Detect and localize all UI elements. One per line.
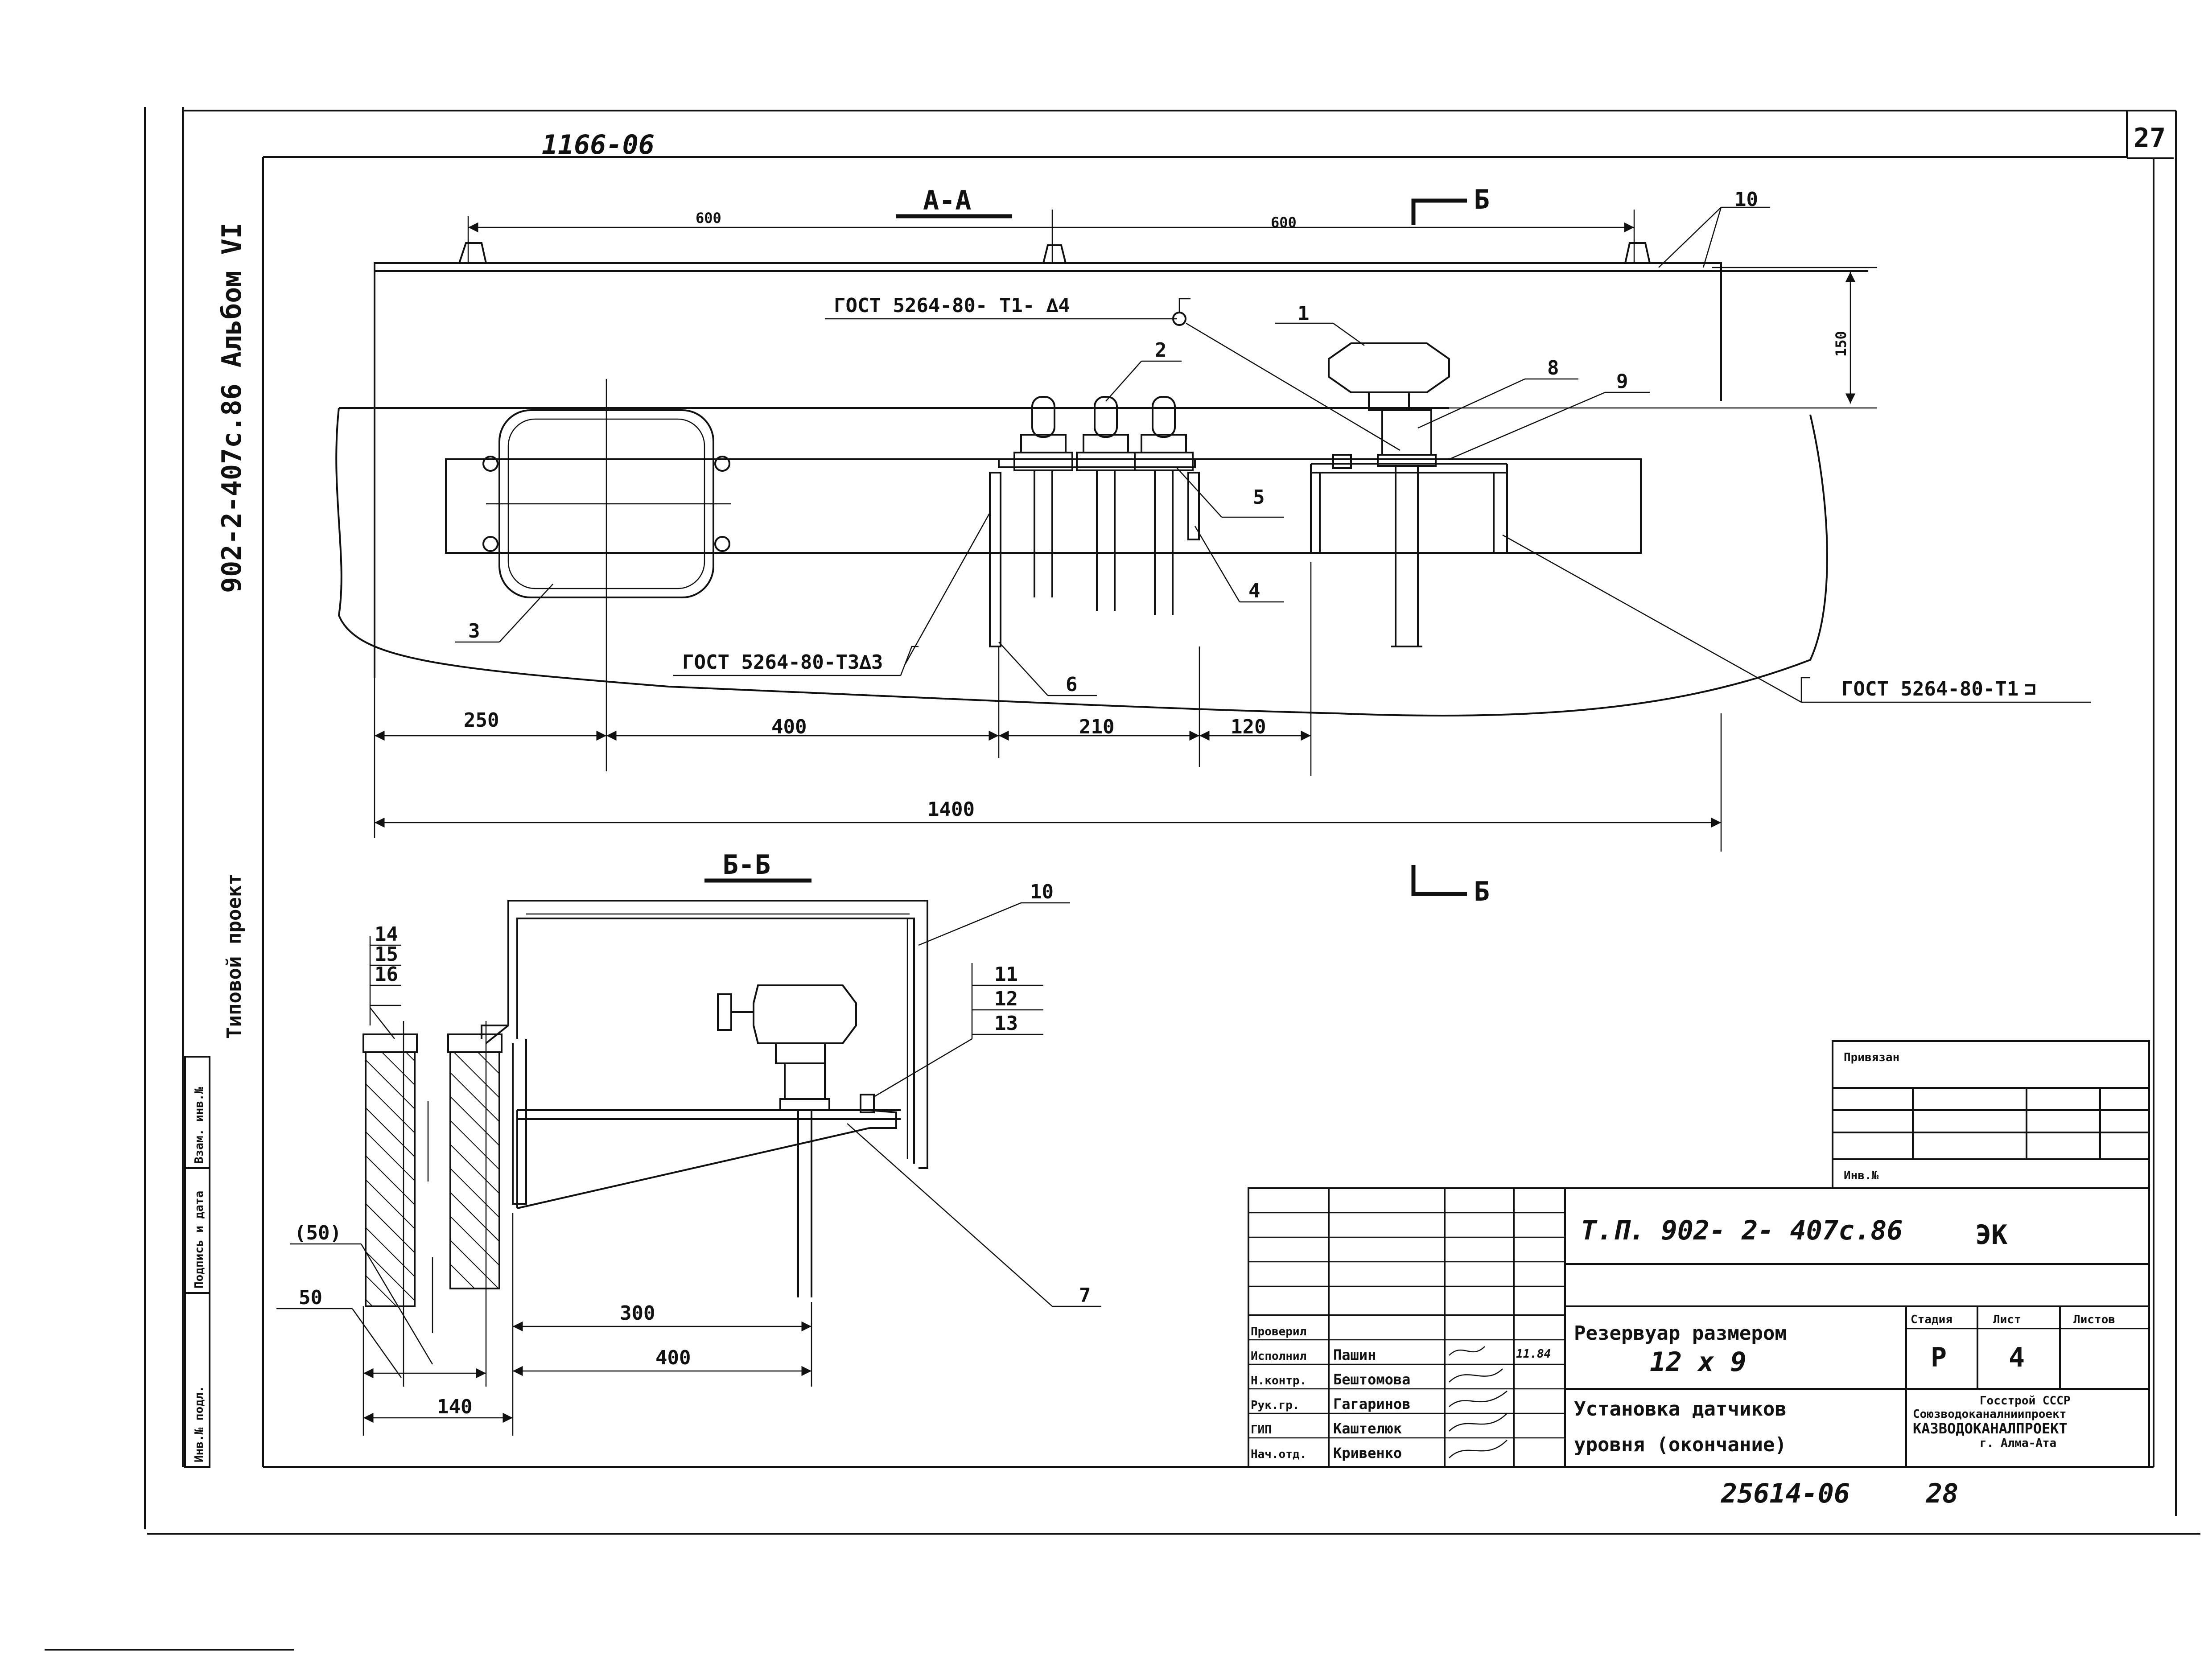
col-sheet: Лист xyxy=(1993,1313,2021,1326)
album-code: 902-2-407с.86 Альбом VI xyxy=(216,222,247,593)
side-cell-replace-inv: Взам. инв.№ xyxy=(193,1087,206,1164)
col-sheets: Листов xyxy=(2073,1313,2115,1326)
side-strip: 902-2-407с.86 Альбом VI Типовой проект И… xyxy=(184,222,247,1468)
role-checked: Проверил xyxy=(1251,1325,1306,1338)
section-b-title: Б-Б xyxy=(722,849,770,881)
dim-top-right: 600 xyxy=(1271,214,1297,231)
weld-note-3: ГОСТ 5264-80-Т1 xyxy=(1841,678,2018,700)
callout-6: 6 xyxy=(1066,673,1078,696)
section-a-a: А-А 600 600 Б Б 150 xyxy=(335,184,2091,907)
signatures xyxy=(1449,1346,1508,1458)
dim-50: 50 xyxy=(299,1286,322,1309)
binding-box: Привязан Инв.№ xyxy=(1832,1040,2150,1189)
section-b-sensor xyxy=(717,984,875,1297)
dim-300: 300 xyxy=(620,1302,655,1325)
callout-10-b: 10 xyxy=(1030,881,1054,903)
org-line1: Госстрой СССР xyxy=(1980,1394,2071,1408)
role-norm-control: Н.контр. xyxy=(1251,1374,1306,1387)
dim-total: 1400 xyxy=(927,798,975,821)
dim-210: 210 xyxy=(1079,716,1114,738)
callout-10: 10 xyxy=(1734,188,1758,211)
cut-mark-top: Б xyxy=(1474,184,1490,215)
dim-140: 140 xyxy=(437,1396,472,1418)
dim-height: 150 xyxy=(1833,331,1850,357)
side-cell-inv-orig: Инв.№ подл. xyxy=(193,1386,206,1462)
section-a-title: А-А xyxy=(923,185,971,216)
dim-top-left: 600 xyxy=(696,210,721,226)
stage-value: Р xyxy=(1931,1342,1947,1373)
sheet-title-line1: Установка датчиков xyxy=(1574,1398,1787,1420)
sensor-group xyxy=(989,396,1200,647)
sign-date: 11.84 xyxy=(1516,1347,1551,1361)
object-line2: 12 х 9 xyxy=(1650,1346,1747,1378)
main-sensor xyxy=(1310,342,1508,776)
org-line3: КАЗВОДОКАНАЛПРОЕКТ xyxy=(1913,1420,2068,1437)
callout-12: 12 xyxy=(994,988,1018,1010)
sheet-title-line2: уровня (окончание) xyxy=(1574,1433,1787,1456)
section-a-callouts: 1 2 3 4 5 6 8 9 10 xyxy=(455,188,1770,696)
page-number: 28 xyxy=(1926,1478,1958,1509)
weld-note-1: ГОСТ 5264-80- Т1- ∆4 xyxy=(834,294,1070,317)
callout-15: 15 xyxy=(375,943,398,966)
weld-3-symbol: ⊐ xyxy=(2024,678,2036,700)
callout-3: 3 xyxy=(468,620,480,642)
callout-14: 14 xyxy=(375,923,398,946)
role-executed: Исполнил xyxy=(1251,1350,1306,1363)
name-pashin: Пашин xyxy=(1333,1346,1376,1363)
sheet-corner-number: 27 xyxy=(2134,123,2166,154)
weld-note-2: ГОСТ 5264-80-Т3∆3 xyxy=(682,651,883,674)
section-b-b: Б-Б 14 15 16 xyxy=(276,849,1101,1436)
callout-13: 13 xyxy=(994,1012,1018,1035)
name-krivenko: Кривенко xyxy=(1333,1445,1402,1462)
doc-mark: ЭК xyxy=(1975,1219,2007,1251)
dim-250: 250 xyxy=(464,709,499,732)
archive-number: 25614-06 xyxy=(1721,1478,1850,1509)
binding-inv-label: Инв.№ xyxy=(1844,1169,1879,1182)
role-group-head: Рук.гр. xyxy=(1251,1399,1300,1412)
dim-120: 120 xyxy=(1231,716,1266,738)
name-beshtomova: Бештомова xyxy=(1333,1371,1410,1388)
title-block: Проверил Исполнил Н.контр. Рук.гр. ГИП Н… xyxy=(1248,1187,2150,1468)
callout-4: 4 xyxy=(1248,580,1260,602)
dim-400: 400 xyxy=(771,716,807,738)
callout-7: 7 xyxy=(1079,1284,1091,1307)
name-gagarinov: Гагаринов xyxy=(1333,1396,1410,1412)
doc-code: Т.П. 902- 2- 407с.86 xyxy=(1581,1215,1903,1246)
role-chief-engineer: ГИП xyxy=(1251,1423,1272,1437)
callout-2: 2 xyxy=(1155,339,1167,362)
doc-number: 1166-06 xyxy=(542,129,655,161)
side-cell-signature: Подпись и дата xyxy=(193,1191,206,1289)
cut-mark-bottom: Б xyxy=(1474,876,1490,907)
project-type: Типовой проект xyxy=(223,873,246,1039)
dim-50-paren: (50) xyxy=(294,1222,342,1244)
sheet-value: 4 xyxy=(2009,1342,2025,1373)
callout-9: 9 xyxy=(1616,370,1628,393)
callout-11: 11 xyxy=(994,963,1018,986)
callout-8: 8 xyxy=(1547,357,1559,379)
role-dept-head: Нач.отд. xyxy=(1251,1448,1306,1461)
binding-label: Привязан xyxy=(1844,1051,1899,1064)
callout-1: 1 xyxy=(1298,302,1310,325)
org-line4: г. Алма-Ата xyxy=(1980,1437,2056,1450)
col-stage: Стадия xyxy=(1911,1313,1952,1326)
org-line2: Союзводоканалниипроект xyxy=(1913,1408,2066,1421)
callout-5: 5 xyxy=(1253,486,1265,509)
name-kashteluk: Каштелюк xyxy=(1333,1420,1402,1437)
dim-400-b: 400 xyxy=(655,1346,691,1369)
object-line1: Резервуар размером xyxy=(1574,1322,1787,1345)
callout-16: 16 xyxy=(375,963,398,986)
